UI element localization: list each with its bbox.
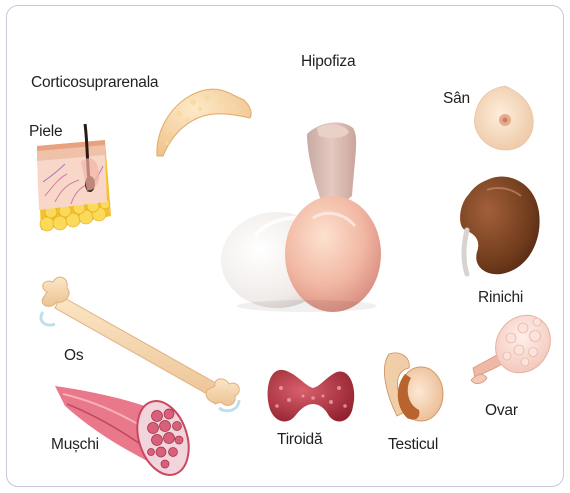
label-muschi: Mușchi xyxy=(51,437,99,453)
label-san: Sân xyxy=(443,91,470,107)
label-piele: Piele xyxy=(29,124,62,140)
label-hipofiza: Hipofiza xyxy=(301,54,355,70)
diagram-frame: Hipofiza Corticosuprarenala Sân Piele Ri… xyxy=(6,5,564,487)
adrenal-cortex-icon xyxy=(157,89,251,156)
pituitary-gland-icon xyxy=(221,122,381,312)
skin-layers-icon xyxy=(37,124,111,231)
thyroid-icon xyxy=(268,370,355,422)
ovary-icon xyxy=(471,305,562,384)
label-corticosuprarenala: Corticosuprarenala xyxy=(31,75,158,91)
label-tiroida: Tiroidă xyxy=(277,432,322,448)
muscle-fiber-icon xyxy=(55,386,198,482)
label-rinichi: Rinichi xyxy=(478,290,523,306)
kidney-icon xyxy=(460,177,540,275)
testicle-icon xyxy=(384,353,443,421)
breast-icon xyxy=(475,86,534,150)
label-os: Os xyxy=(64,348,83,364)
label-ovar: Ovar xyxy=(485,403,518,419)
label-testicul: Testicul xyxy=(388,437,438,453)
